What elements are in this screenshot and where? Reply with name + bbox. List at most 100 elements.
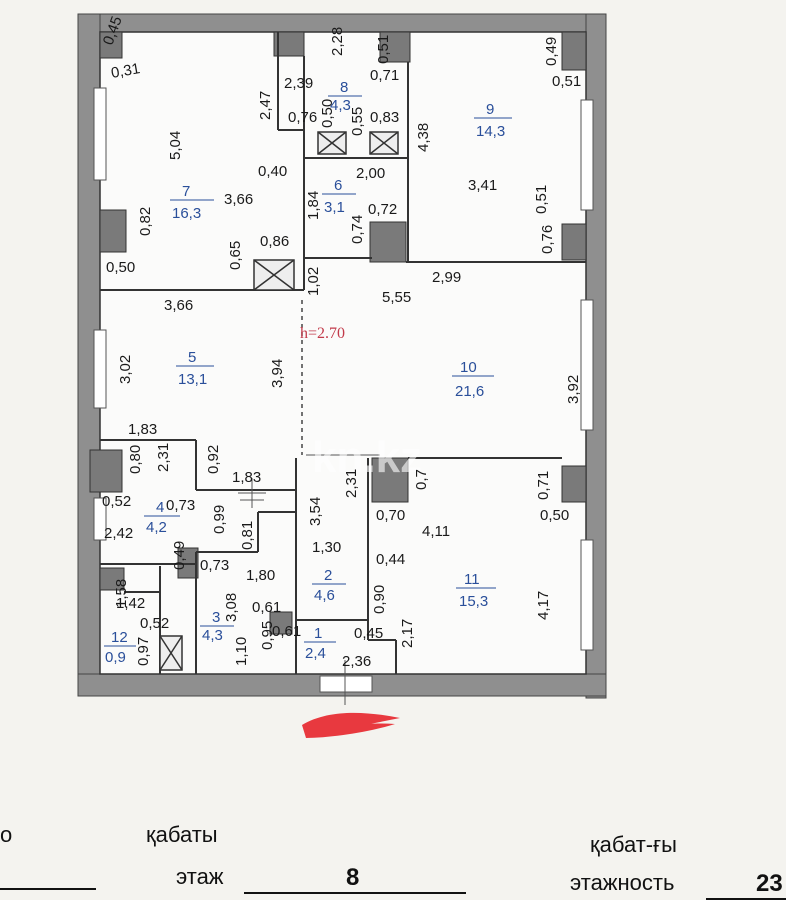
room-3-area: 4,3	[202, 627, 223, 644]
dimension-label: 1,30	[312, 539, 341, 556]
floor-value: 8	[346, 864, 360, 891]
dimension-label: 2,17	[399, 619, 416, 648]
ceiling-height: h=2.70	[300, 325, 345, 342]
dimension-label: 1,80	[246, 567, 275, 584]
dimension-label: 1,83	[128, 421, 157, 438]
floor-label-kaz: қабаты	[146, 822, 218, 847]
room-8-number: 8	[340, 79, 348, 96]
dimension-label: 3,92	[565, 375, 582, 404]
dimension-label: 0,50	[540, 507, 569, 524]
watermark: kn.kz	[312, 433, 422, 482]
dimension-label: 0,73	[166, 497, 195, 514]
room-11-area: 15,3	[459, 593, 488, 610]
room-6-area: 3,1	[324, 199, 345, 216]
dimension-label: 0,99	[211, 505, 228, 534]
dimension-label: 0,90	[371, 585, 388, 614]
dimension-label: 0,92	[205, 445, 222, 474]
dimension-label: 4,17	[535, 591, 552, 620]
dimension-label: 0,52	[102, 493, 131, 510]
dimension-label: 0,51	[375, 35, 392, 64]
dimension-label: 1,10	[233, 637, 250, 666]
room-8-area: 4,3	[330, 97, 351, 114]
dimension-label: 2,36	[342, 653, 371, 670]
dimension-label: 0,74	[349, 215, 366, 244]
dimension-label: 3,54	[307, 497, 324, 526]
dimension-label: 3,66	[164, 297, 193, 314]
room-7-area: 16,3	[172, 205, 201, 222]
floors-value: 23	[756, 870, 783, 897]
dimension-label: 0,71	[370, 67, 399, 84]
dimension-label: 2,00	[356, 165, 385, 182]
dimension-label: 3,94	[269, 359, 286, 388]
dimension-label: 1,58	[113, 579, 130, 608]
dimension-label: 0,51	[552, 73, 581, 90]
dimension-label: 0,49	[171, 541, 188, 570]
dimension-label: 0,71	[535, 471, 552, 500]
room-3-number: 3	[212, 609, 220, 626]
dimension-label: 0,73	[200, 557, 229, 574]
dimension-label: 0,83	[370, 109, 399, 126]
room-11-number: 11	[464, 571, 480, 588]
room-12-number: 12	[111, 629, 128, 646]
dimension-label: 4,38	[415, 123, 432, 152]
dimension-label: 0,31	[110, 60, 142, 82]
dimension-label: 2,31	[343, 469, 360, 498]
dimension-label: 3,66	[224, 191, 253, 208]
columns	[89, 31, 587, 635]
dimension-label: 1,84	[305, 191, 322, 220]
room-2-area: 4,6	[314, 587, 335, 604]
room-label-underlines	[104, 95, 512, 647]
dimension-label: 1,02	[305, 267, 322, 296]
dimension-label: 0,97	[135, 637, 152, 666]
dimension-label: 0,82	[137, 207, 154, 236]
floor-label-ru: этаж	[176, 864, 224, 889]
floors-label-kaz: қабат-ғы	[590, 832, 677, 857]
footer-left-fragment: о	[0, 822, 13, 847]
room-9-area: 14,3	[476, 123, 505, 140]
dimension-label: 0,52	[140, 615, 169, 632]
dimension-label: 0,51	[533, 185, 550, 214]
floor-value-line	[244, 892, 466, 894]
room-1-area: 2,4	[305, 645, 326, 662]
dimension-label: 3,08	[223, 593, 240, 622]
stub-marks	[238, 454, 380, 705]
dimension-label: 0,45	[354, 625, 383, 642]
dimension-label: 2,39	[284, 75, 313, 92]
dimension-label: 1,42	[116, 595, 145, 612]
dimension-label: 2,47	[257, 91, 274, 120]
floor-area	[99, 31, 587, 675]
dimension-label: 0,76	[539, 225, 556, 254]
room-6-number: 6	[334, 177, 342, 194]
dimension-label: 0,49	[543, 37, 560, 66]
dimension-label: 0,86	[260, 233, 289, 250]
dimension-label: 0,61	[252, 599, 281, 616]
dimension-label: 5,04	[167, 131, 184, 160]
dimension-label: 0,72	[368, 201, 397, 218]
room-7-number: 7	[182, 183, 190, 200]
footer-left-line	[0, 888, 96, 890]
room-10-number: 10	[460, 359, 477, 376]
room-labels: 1 2,4 2 4,6 3 4,3 4 4,2 5 13,1 6 3,1 7 1…	[105, 79, 505, 666]
room-12-area: 0,9	[105, 649, 126, 666]
interior-walls	[100, 32, 586, 674]
dimension-label: 3,41	[468, 177, 497, 194]
room-5-area: 13,1	[178, 371, 207, 388]
dimension-label: 0,81	[239, 521, 256, 550]
dimension-label: 0,65	[227, 241, 244, 270]
dimension-label: 0,50	[106, 259, 135, 276]
dimension-label: 0,95	[259, 621, 276, 650]
dimension-label: 0,50	[319, 99, 336, 128]
vent-shafts	[159, 131, 399, 671]
windows	[93, 87, 594, 693]
dimension-label: 1,83	[232, 469, 261, 486]
dimension-label: 0,70	[376, 507, 405, 524]
dimension-label: 0,40	[258, 163, 287, 180]
dimension-label: 5,55	[382, 289, 411, 306]
dimension-label: 0,44	[376, 551, 405, 568]
dimension-label: 0,7	[413, 469, 430, 490]
room-1-number: 1	[314, 625, 322, 642]
dimension-label: 4,11	[422, 523, 450, 540]
room-4-area: 4,2	[146, 519, 167, 536]
dimension-label: 0,55	[349, 107, 366, 136]
